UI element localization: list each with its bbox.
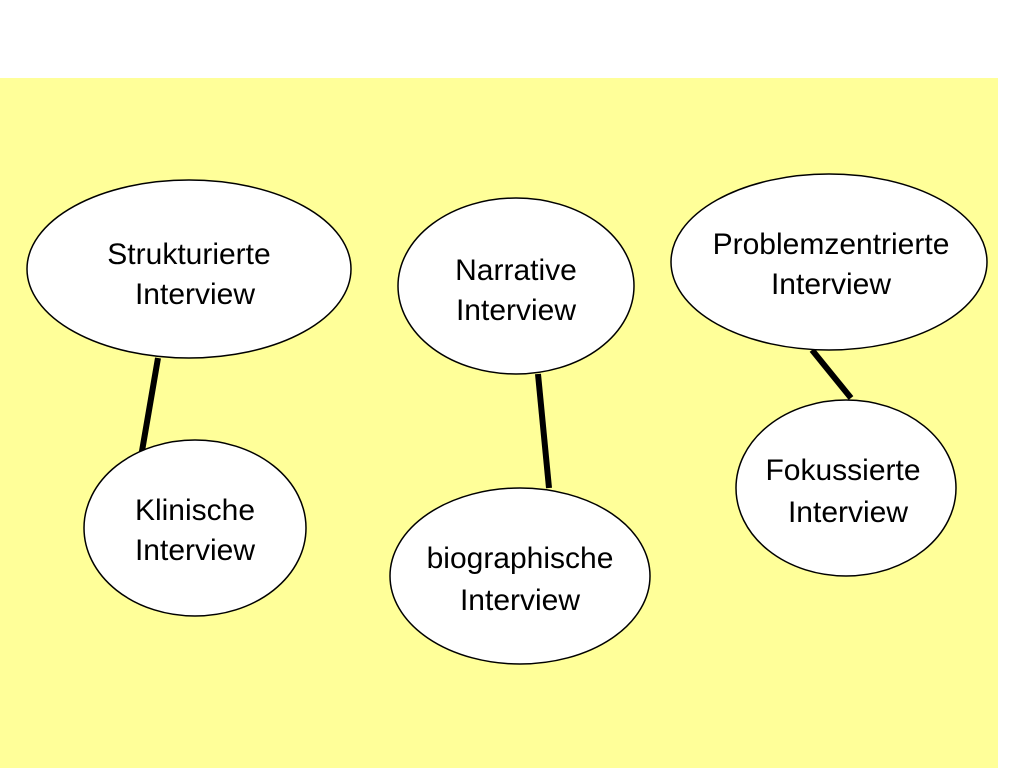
- node-strukturierte-label-line1: Strukturierte: [107, 238, 270, 271]
- connector-narrative-biographische: [535, 373, 552, 489]
- node-narrative-label-line1: Narrative: [455, 254, 577, 287]
- node-problemzentrierte-ellipse: [670, 173, 988, 351]
- connector-problemzentrierte-fokussierte: [809, 348, 854, 400]
- node-fokussierte-ellipse: [735, 399, 957, 577]
- node-strukturierte-label-line2: Interview: [135, 278, 255, 311]
- node-biographische-label-line1: biographische: [427, 542, 614, 575]
- node-strukturierte-ellipse: [26, 179, 352, 359]
- node-klinische-label-line1: Klinische: [135, 494, 255, 527]
- node-klinische: Klinische Interview: [83, 439, 307, 617]
- node-klinische-ellipse: [83, 439, 307, 617]
- node-fokussierte-label-line2: Interview: [788, 496, 908, 529]
- node-fokussierte-label-line1: Fokussierte: [765, 454, 920, 487]
- node-strukturierte: Strukturierte Interview: [26, 179, 352, 359]
- node-fokussierte: Fokussierte Interview: [735, 399, 957, 577]
- node-klinische-label-line2: Interview: [135, 534, 255, 567]
- node-narrative-label-line2: Interview: [456, 294, 576, 327]
- node-biographische-label-line2: Interview: [460, 584, 580, 617]
- node-narrative: Narrative Interview: [397, 197, 635, 375]
- node-biographische-ellipse: [389, 487, 651, 665]
- connector-strukturierte-klinische: [138, 357, 161, 458]
- node-problemzentrierte-label-line2: Interview: [771, 268, 891, 301]
- node-problemzentrierte: Problemzentrierte Interview: [670, 173, 988, 351]
- node-problemzentrierte-label-line1: Problemzentrierte: [713, 228, 950, 261]
- node-biographische: biographische Interview: [389, 487, 651, 665]
- node-narrative-ellipse: [397, 197, 635, 375]
